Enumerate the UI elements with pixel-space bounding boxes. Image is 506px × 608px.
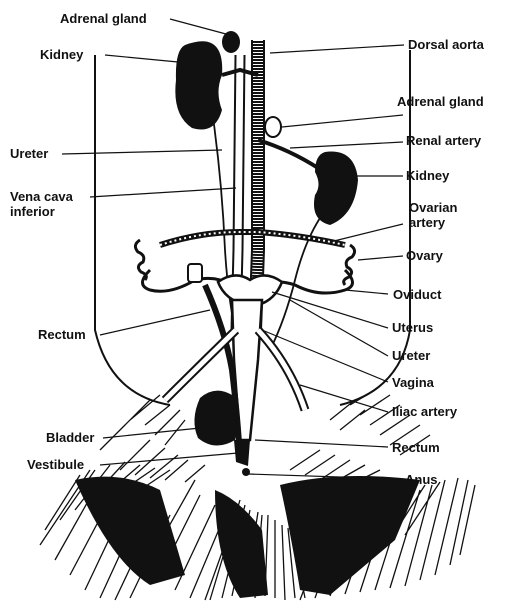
kidney-left-shape bbox=[175, 41, 222, 129]
label-vena-cava-2: inferior bbox=[10, 204, 55, 219]
label-ovary: Ovary bbox=[406, 248, 443, 263]
label-vestibule: Vestibule bbox=[27, 457, 84, 472]
label-iliac-artery: Iliac artery bbox=[392, 404, 457, 419]
label-uterus: Uterus bbox=[392, 320, 433, 335]
anus-shape bbox=[242, 468, 250, 476]
iliac-artery-left-inner bbox=[165, 330, 236, 400]
adrenal-gland-right-shape bbox=[265, 117, 281, 137]
label-anus: Anus bbox=[405, 472, 438, 487]
iliac-artery-right-inner bbox=[258, 330, 305, 410]
label-bladder: Bladder bbox=[46, 430, 94, 445]
label-dorsal-aorta: Dorsal aorta bbox=[408, 37, 484, 52]
label-adrenal-gland-left: Adrenal gland bbox=[60, 11, 147, 26]
label-ovarian-artery-1: Ovarian bbox=[409, 200, 457, 215]
label-oviduct: Oviduct bbox=[393, 287, 441, 302]
label-ureter-left: Ureter bbox=[10, 146, 48, 161]
bladder-shape bbox=[194, 391, 236, 446]
label-kidney-left: Kidney bbox=[40, 47, 83, 62]
label-vena-cava-1: Vena cava bbox=[10, 189, 73, 204]
label-renal-artery: Renal artery bbox=[406, 133, 481, 148]
label-adrenal-gland-right: Adrenal gland bbox=[397, 94, 484, 109]
adrenal-gland-left-shape bbox=[222, 31, 240, 53]
label-kidney-right: Kidney bbox=[406, 168, 449, 183]
label-ureter-right: Ureter bbox=[392, 348, 430, 363]
fur-dark bbox=[75, 476, 420, 598]
rectum-upper bbox=[188, 264, 202, 282]
renal-vessel-right bbox=[258, 140, 318, 168]
label-ovarian-artery-2: artery bbox=[409, 215, 445, 230]
kidney-right-shape bbox=[314, 152, 358, 225]
label-rectum-right: Rectum bbox=[392, 440, 440, 455]
label-vagina: Vagina bbox=[392, 375, 434, 390]
label-rectum-left: Rectum bbox=[38, 327, 86, 342]
